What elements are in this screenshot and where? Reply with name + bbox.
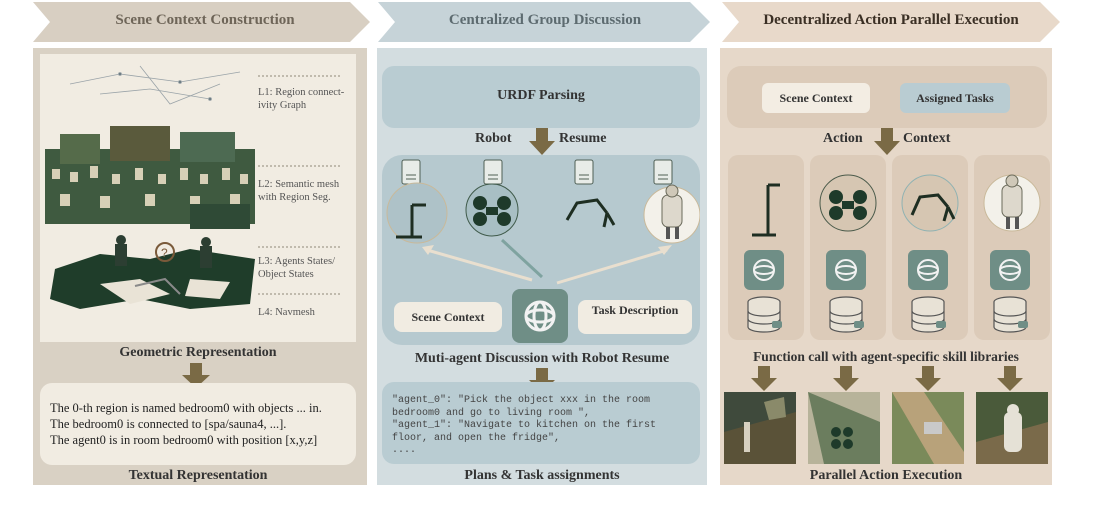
down-arrow-icon — [182, 363, 210, 388]
llm-icon — [512, 289, 568, 343]
textual-box — [40, 383, 356, 465]
layer-l3-label: L3: Agents States/ Object States — [258, 256, 335, 280]
geometric-caption: Geometric Representation — [119, 345, 277, 360]
layer-separators — [258, 75, 340, 295]
stage1-chevron — [33, 2, 370, 42]
scene-context-chip — [762, 83, 870, 113]
region-graph-icon — [69, 65, 241, 105]
scene-context-label: Scene Context — [411, 310, 485, 324]
text-line: The agent0 is in room bedroom0 with posi… — [50, 433, 318, 447]
connection-arrows — [500, 238, 544, 279]
stage-header-bar — [33, 2, 1060, 42]
robot-label: Robot — [475, 131, 512, 146]
stage1-title: Scene Context Construction — [115, 12, 295, 28]
text-line: The 0-th region is named bedroom0 with o… — [50, 401, 322, 415]
down-arrow-icon — [874, 128, 900, 155]
openai-knot-icon — [990, 250, 1030, 290]
plans-box — [382, 382, 700, 464]
plans-caption: Plans & Task assignments — [464, 468, 620, 483]
parallel-caption: Parallel Action Execution — [809, 468, 963, 483]
down-arrow-icon — [1004, 366, 1016, 378]
function-call-caption: Function call with agent-specific skill … — [753, 349, 1019, 364]
gripper-robot-icon — [910, 193, 956, 222]
agent-states-icon: ? — [115, 235, 212, 295]
resume-doc-icon — [483, 159, 503, 185]
layer-l2-label: L2: Semantic mesh with Region Seg. — [258, 179, 340, 203]
layer-l4-label: L4: Navmesh — [258, 307, 315, 318]
openai-knot-icon — [744, 250, 784, 290]
execution-arrows — [751, 366, 1023, 391]
resume-doc-icon — [574, 159, 594, 185]
semantic-mesh-icon — [45, 126, 255, 229]
connection-arrows — [426, 248, 668, 285]
navmesh-icon — [50, 249, 255, 309]
drone-icon — [829, 190, 867, 220]
down-arrow-icon — [922, 366, 934, 378]
resume-doc-icon — [401, 159, 421, 185]
execution-scene — [724, 392, 796, 464]
database-icon — [747, 296, 781, 333]
svg-text:?: ? — [161, 246, 168, 260]
discussion-caption: Muti-agent Discussion with Robot Resume — [414, 351, 670, 366]
urdf-box — [382, 66, 700, 128]
agent-cards — [728, 155, 1050, 340]
execution-scene — [892, 392, 964, 464]
context-label: Context — [903, 131, 951, 146]
textual-caption: Textual Representation — [128, 468, 268, 483]
urdf-label: URDF Parsing — [497, 88, 585, 103]
resume-doc-icon — [653, 159, 673, 185]
scene-context-box — [394, 302, 502, 332]
stage2-title: Centralized Group Discussion — [448, 12, 642, 28]
agent-card — [728, 155, 804, 340]
task-description-label: Task Description — [591, 303, 679, 317]
openai-knot-icon — [826, 250, 866, 290]
execution-scenes — [724, 392, 1048, 464]
robot-resume-illustration — [386, 159, 700, 285]
stage3-chevron — [722, 2, 1060, 42]
gripper-robot-icon — [565, 198, 616, 228]
plan-line: "agent_1": "Navigate to kitchen on the f… — [392, 420, 657, 444]
humanoid-robot-icon — [661, 184, 683, 239]
plan-lines: "agent_0": "Pick the object xxx in the r… — [392, 395, 692, 458]
robot-circle — [386, 182, 448, 244]
textual-lines: The 0-th region is named bedroom0 with o… — [50, 400, 352, 448]
assigned-tasks-chip — [900, 83, 1010, 113]
scene-context-chip-label: Scene Context — [779, 91, 853, 105]
resume-label: Resume — [559, 131, 607, 146]
layer-l1-label: L1: Region connect-ivity Graph — [258, 87, 345, 111]
openai-knot-icon — [524, 300, 556, 332]
stage3-title: Decentralized Action Parallel Execution — [763, 12, 1019, 28]
down-arrow-icon — [840, 366, 852, 378]
openai-knot-icon — [908, 250, 948, 290]
drone-icon — [473, 196, 511, 226]
text-line: The bedroom0 is connected to [spa/sauna4… — [50, 417, 287, 431]
arm-robot-icon — [752, 183, 780, 237]
arm-robot-icon — [396, 203, 426, 239]
execution-scene — [976, 392, 1048, 464]
plan-line: "agent_0": "Pick the object xxx in the r… — [392, 395, 651, 419]
execution-scene — [808, 392, 880, 464]
task-description-box — [578, 300, 692, 334]
down-arrow-icon — [758, 366, 770, 378]
scene-layers-illustration: ? — [45, 65, 340, 309]
action-label: Action — [823, 131, 863, 146]
stage2-chevron — [378, 2, 710, 42]
plan-line: .... — [392, 445, 417, 456]
assigned-tasks-chip-label: Assigned Tasks — [916, 91, 994, 105]
humanoid-robot-icon — [1001, 174, 1023, 229]
down-arrow-icon — [529, 128, 555, 155]
